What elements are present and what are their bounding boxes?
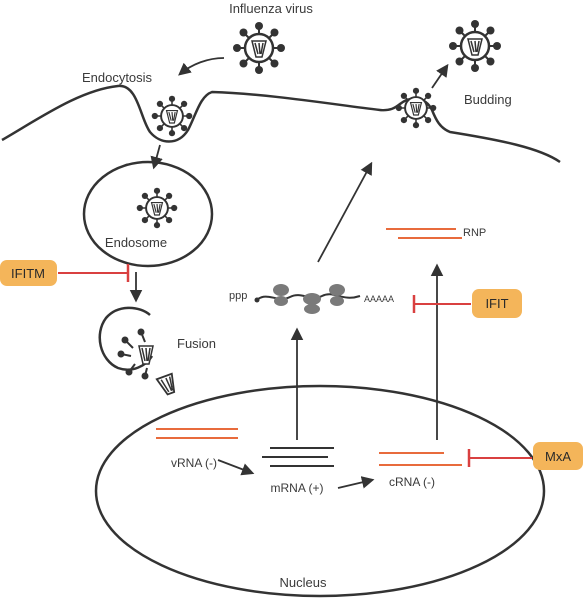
- budding-virus-icon: [396, 88, 437, 129]
- ifit-badge: [472, 289, 522, 318]
- budding-label: Budding: [464, 92, 512, 107]
- budding-arrow: [431, 63, 449, 89]
- fusion-label: Fusion: [177, 336, 216, 351]
- poly-a-label: AAAAA: [364, 294, 394, 304]
- vrna-label: vRNA (-): [171, 456, 217, 470]
- endocytosis-label: Endocytosis: [82, 70, 153, 85]
- cell-membrane: [1, 84, 561, 164]
- ifitm-badge: [0, 260, 57, 286]
- fusion-virus-icon: [117, 328, 154, 380]
- assembly-arrow: [317, 161, 373, 263]
- endosome-virus-icon: [137, 188, 178, 229]
- nucleus: [94, 384, 546, 598]
- nucleus-label: Nucleus: [280, 575, 327, 590]
- influenza-virus-label: Influenza virus: [229, 1, 313, 16]
- crna-label: cRNA (-): [389, 475, 435, 489]
- mrna-to-crna-arrow: [337, 476, 375, 489]
- released-rnp-icon: [155, 372, 176, 396]
- ifitm-label: IFITM: [11, 266, 45, 281]
- fusing-endosome: [98, 306, 154, 371]
- ifit-label: IFIT: [485, 296, 508, 311]
- endosome-label: Endosome: [105, 235, 167, 250]
- ppp-label: ppp: [229, 290, 247, 302]
- vrna-to-mrna-arrow: [217, 459, 255, 476]
- mxa-badge: [533, 442, 583, 470]
- released-virus-icon: [447, 18, 503, 74]
- mrna-label: mRNA (+): [270, 481, 323, 495]
- ribosome: [273, 284, 289, 306]
- rnp-label: RNP: [463, 227, 486, 239]
- ribosome: [329, 284, 345, 306]
- endocytosed-virus-icon: [152, 96, 193, 137]
- influenza-virus-icon: [231, 20, 287, 76]
- mxa-label: MxA: [545, 449, 571, 464]
- ribosome: [303, 293, 321, 314]
- endosome: [82, 160, 214, 268]
- endocytosis-arrow: [178, 57, 225, 76]
